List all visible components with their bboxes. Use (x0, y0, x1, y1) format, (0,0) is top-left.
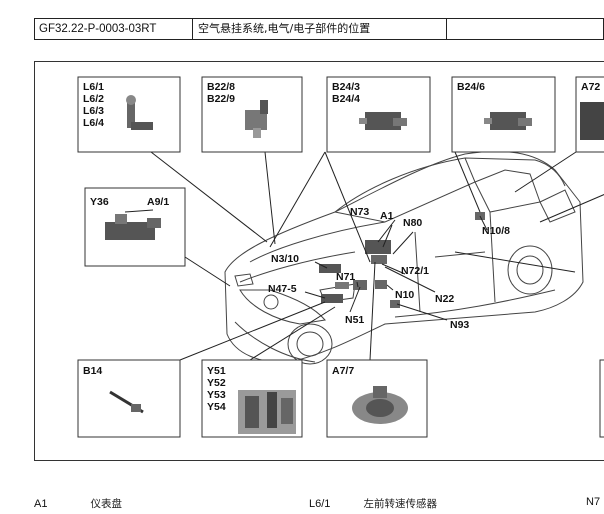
svg-text:Y36: Y36 (90, 196, 109, 208)
component-location-figure: L6/1 L6/2 L6/3 L6/4 B22/8 B22/9 B24/3 B2 (34, 61, 604, 461)
svg-text:B22/9: B22/9 (207, 93, 235, 105)
air-spring-strut-icon (352, 386, 408, 424)
svg-text:B24/4: B24/4 (332, 93, 360, 105)
legend-item-n7: N7 (586, 496, 600, 508)
svg-text:L6/4: L6/4 (83, 117, 104, 129)
callout-box-b24-3: B24/3 B24/4 (326, 76, 431, 153)
label-n10-8: N10/8 (482, 225, 510, 237)
callout-box-y36: Y36 A9/1 (84, 187, 186, 267)
svg-text:B14: B14 (83, 365, 102, 377)
header-table: GF32.22-P-0003-03RT 空气悬挂系统,电气/电子部件的位置 (34, 18, 604, 40)
legend-code: A1 (34, 498, 48, 510)
level-sensor-icon (245, 100, 268, 138)
header-empty-cell (447, 19, 603, 39)
temperature-sensor-icon (109, 390, 144, 414)
svg-text:B24/3: B24/3 (332, 81, 360, 93)
label-n3-10: N3/10 (271, 253, 299, 265)
label-n71: N71 (336, 271, 355, 283)
svg-text:Y51: Y51 (207, 365, 226, 377)
label-n47-5: N47-5 (268, 283, 297, 295)
callout-box-a7: A7/7 (326, 359, 428, 438)
svg-text:Y53: Y53 (207, 389, 226, 401)
label-n80: N80 (403, 217, 422, 229)
svg-text:L6/2: L6/2 (83, 93, 104, 105)
svg-text:Y52: Y52 (207, 377, 226, 389)
svg-text:Y54: Y54 (207, 401, 226, 413)
acceleration-sensor-icon (359, 112, 407, 130)
leader-lines (150, 151, 604, 361)
svg-text:B24/6: B24/6 (457, 81, 485, 93)
callout-box-l6: L6/1 L6/2 L6/3 L6/4 (77, 76, 181, 153)
label-n22: N22 (435, 293, 454, 305)
callout-box-a72: A72 (575, 76, 604, 153)
legend-item-a1: A1 仪表盘 (34, 496, 122, 511)
figure-canvas: L6/1 L6/2 L6/3 L6/4 B22/8 B22/9 B24/3 B2 (77, 76, 604, 438)
legend-item-l6-1: L6/1 左前转速传感器 (309, 496, 437, 511)
svg-text:B22/8: B22/8 (207, 81, 235, 93)
valve-unit-icon (105, 209, 161, 240)
callout-box-b24-6: B24/6 (451, 76, 556, 153)
svg-text:L6/1: L6/1 (83, 81, 104, 93)
callout-box-partial (599, 359, 604, 438)
label-n93: N93 (450, 319, 469, 331)
doc-code: GF32.22-P-0003-03RT (35, 19, 193, 39)
callout-box-b14: B14 (77, 359, 181, 438)
svg-text:A7/7: A7/7 (332, 365, 354, 377)
acceleration-sensor-rear-icon (484, 112, 532, 130)
callout-box-y51: Y51 Y52 Y53 Y54 (201, 359, 303, 438)
label-n51: N51 (345, 314, 364, 326)
engine-bay-components (319, 212, 485, 308)
damper-valve-icon (238, 390, 296, 434)
legend-code: L6/1 (309, 498, 331, 510)
compressor-icon (580, 102, 604, 140)
callout-box-b22: B22/8 B22/9 (201, 76, 303, 153)
legend-text: 仪表盘 (90, 498, 123, 510)
label-n10: N10 (395, 289, 414, 301)
car-component-labels: N73 A1 N80 N10/8 N3/10 N71 N72/1 N47-5 N… (268, 206, 510, 331)
legend-code: N7 (586, 496, 601, 508)
legend-text: 左前转速传感器 (363, 498, 437, 510)
svg-text:A72: A72 (581, 81, 600, 93)
wheel-speed-sensor-icon (126, 95, 153, 130)
label-n72-1: N72/1 (401, 265, 429, 277)
label-n73: N73 (350, 206, 369, 218)
doc-title: 空气悬挂系统,电气/电子部件的位置 (193, 19, 447, 39)
label-a1: A1 (380, 210, 394, 222)
svg-text:A9/1: A9/1 (147, 196, 169, 208)
svg-text:L6/3: L6/3 (83, 105, 104, 117)
